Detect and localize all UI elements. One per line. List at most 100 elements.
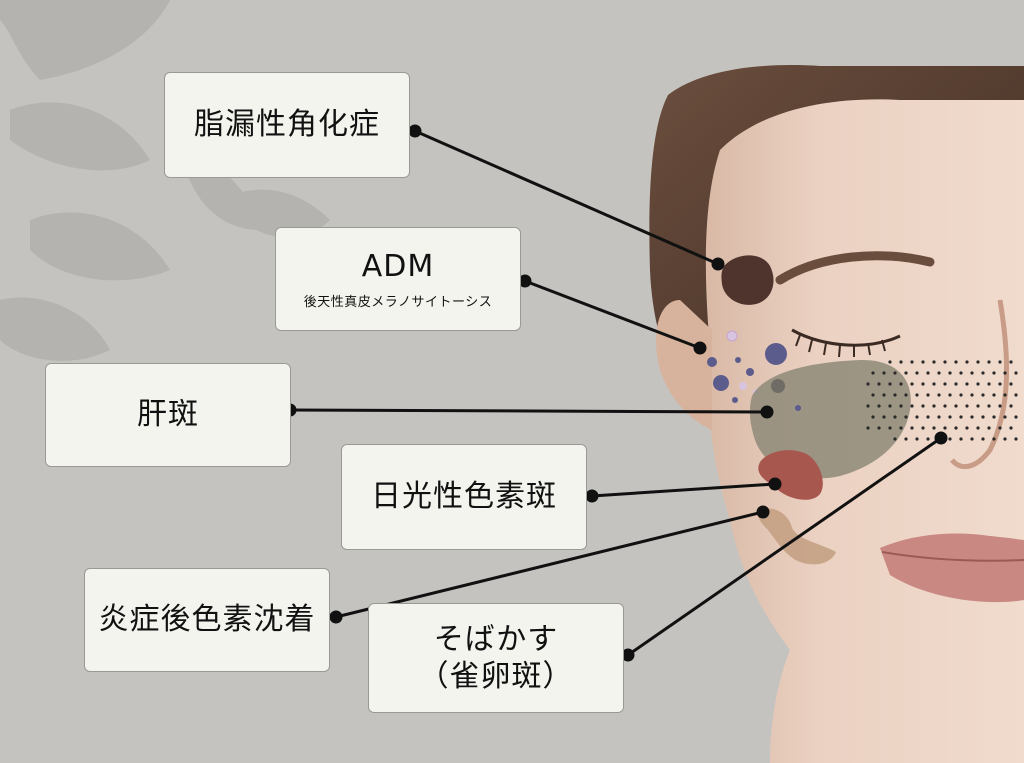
freckle-dot [948,437,952,441]
freckle-dot [932,404,936,408]
freckle-dot [954,426,958,430]
freckle-dot [871,393,875,397]
freckle-dot [915,371,919,375]
freckle-dot [1003,371,1007,375]
freckle-dot [992,437,996,441]
label-freckles-line1: そばかす [433,621,559,657]
freckle-dot [893,415,897,419]
freckle-dot [910,382,914,386]
freckle-dot [959,393,963,397]
freckle-dot [926,371,930,375]
lip-line [881,551,1024,562]
label-melasma: 肝斑 [45,363,291,467]
freckle-dot [932,426,936,430]
leader-line-pih [335,510,764,619]
freckle-dot [899,360,903,364]
leader-line-freckles [627,436,942,657]
freckle-dot [899,382,903,386]
freckle-dot [965,404,969,408]
freckle-dot [948,415,952,419]
freckle-dot [888,404,892,408]
freckle-dot [888,360,892,364]
freckle-dot [943,404,947,408]
freckle-dot [893,437,897,441]
freckle-dot [937,371,941,375]
freckle-dot [1003,393,1007,397]
freckle-dot [904,437,908,441]
freckle-dot [1009,360,1013,364]
freckle-dot [992,415,996,419]
freckle-dot [1009,382,1013,386]
freckle-dot [893,393,897,397]
label-solar-lentigo-text: 日光性色素斑 [371,479,557,515]
leader-line-solar-lentigo [591,482,776,498]
lesion-markers [707,255,1018,565]
freckle-dot [910,404,914,408]
freckle-dot [959,437,963,441]
label-pih: 炎症後色素沈着 [84,568,330,672]
freckle-dot [959,371,963,375]
label-pih-text: 炎症後色素沈着 [98,602,316,638]
decorative-leaves [0,0,330,361]
freckle-dot [992,393,996,397]
freckle-dot [981,393,985,397]
freckle-dot [976,360,980,364]
freckle-dot [915,393,919,397]
label-seborrheic-keratosis-text: 脂漏性角化症 [194,107,380,143]
freckle-dot [937,415,941,419]
freckle-dot [1014,393,1018,397]
label-solar-lentigo: 日光性色素斑 [341,444,587,550]
freckle-dot [910,426,914,430]
freckle-dot [871,371,875,375]
label-adm-title: ADM [361,248,435,284]
leader-line-seborrheic [414,129,719,266]
freckle-dot [987,404,991,408]
freckle-dot [910,360,914,364]
label-freckles: そばかす （雀卵斑） [368,603,624,713]
freckle-dot [926,415,930,419]
freckle-dot [987,360,991,364]
freckle-dot [888,426,892,430]
freckle-dot [1014,415,1018,419]
freckle-dot [948,371,952,375]
freckle-dot [937,393,941,397]
freckle-dots [866,360,1018,441]
lips [880,533,1024,603]
leader-line-melasma [289,408,768,414]
eyebrow [775,251,935,285]
freckle-dot [926,437,930,441]
freckle-dot [866,426,870,430]
closed-eye [791,328,901,347]
freckle-dot [954,382,958,386]
freckle-dot [987,382,991,386]
freckle-dot [970,393,974,397]
freckle-dot [998,360,1002,364]
freckle-dot [998,382,1002,386]
adm-dots [707,330,787,403]
freckle-dot [932,360,936,364]
freckle-dot [981,415,985,419]
label-freckles-line2: （雀卵斑） [418,659,574,694]
freckle-dot [932,382,936,386]
freckle-dot [954,360,958,364]
freckle-dot [1014,437,1018,441]
solar-lentigo-patch [758,450,823,500]
freckle-dot [899,404,903,408]
freckle-dot [1003,415,1007,419]
nose [950,299,1010,470]
freckle-dot [877,382,881,386]
freckle-dot [965,382,969,386]
freckle-dot [921,426,925,430]
melasma-patch [749,359,911,479]
freckle-dot [998,426,1002,430]
freckle-dot [926,393,930,397]
freckle-dot [943,382,947,386]
freckle-dot [970,371,974,375]
freckle-dot [948,393,952,397]
freckle-dot [981,437,985,441]
label-adm-subtitle: 後天性真皮メラノサイトーシス [303,295,493,311]
freckle-dot [915,437,919,441]
freckle-dot [1009,426,1013,430]
freckle-dot [987,426,991,430]
